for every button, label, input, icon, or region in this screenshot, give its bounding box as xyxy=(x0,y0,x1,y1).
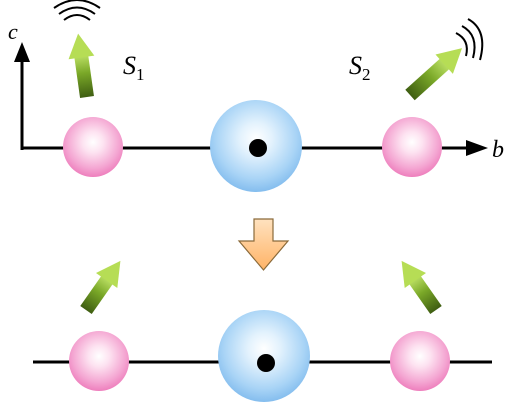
transition-down-arrow-icon xyxy=(237,218,290,271)
pink-atom-bottom-left xyxy=(69,331,129,391)
pink-atom-top-left xyxy=(63,117,123,177)
pink-atom-top-right xyxy=(382,117,442,177)
wave-s1-icon xyxy=(53,0,101,21)
center-dot-icon xyxy=(249,139,267,157)
spin-arrow-s1-icon xyxy=(68,33,95,98)
spin-arrow-bottom-right-icon xyxy=(401,260,442,315)
label-s1: S1 xyxy=(123,51,145,84)
spin-arrow-bottom-left-icon xyxy=(80,260,121,315)
wave-s2-icon xyxy=(455,18,484,61)
center-dot-bottom-icon xyxy=(257,354,275,372)
label-s2: S2 xyxy=(349,51,371,84)
b-axis-arrowhead xyxy=(466,140,488,156)
c-axis-arrowhead xyxy=(14,42,30,62)
pink-atom-bottom-right xyxy=(390,331,450,391)
b-axis-label: b xyxy=(492,137,504,163)
spin-arrow-s2-icon xyxy=(405,48,463,101)
c-axis-label: c xyxy=(8,19,18,44)
